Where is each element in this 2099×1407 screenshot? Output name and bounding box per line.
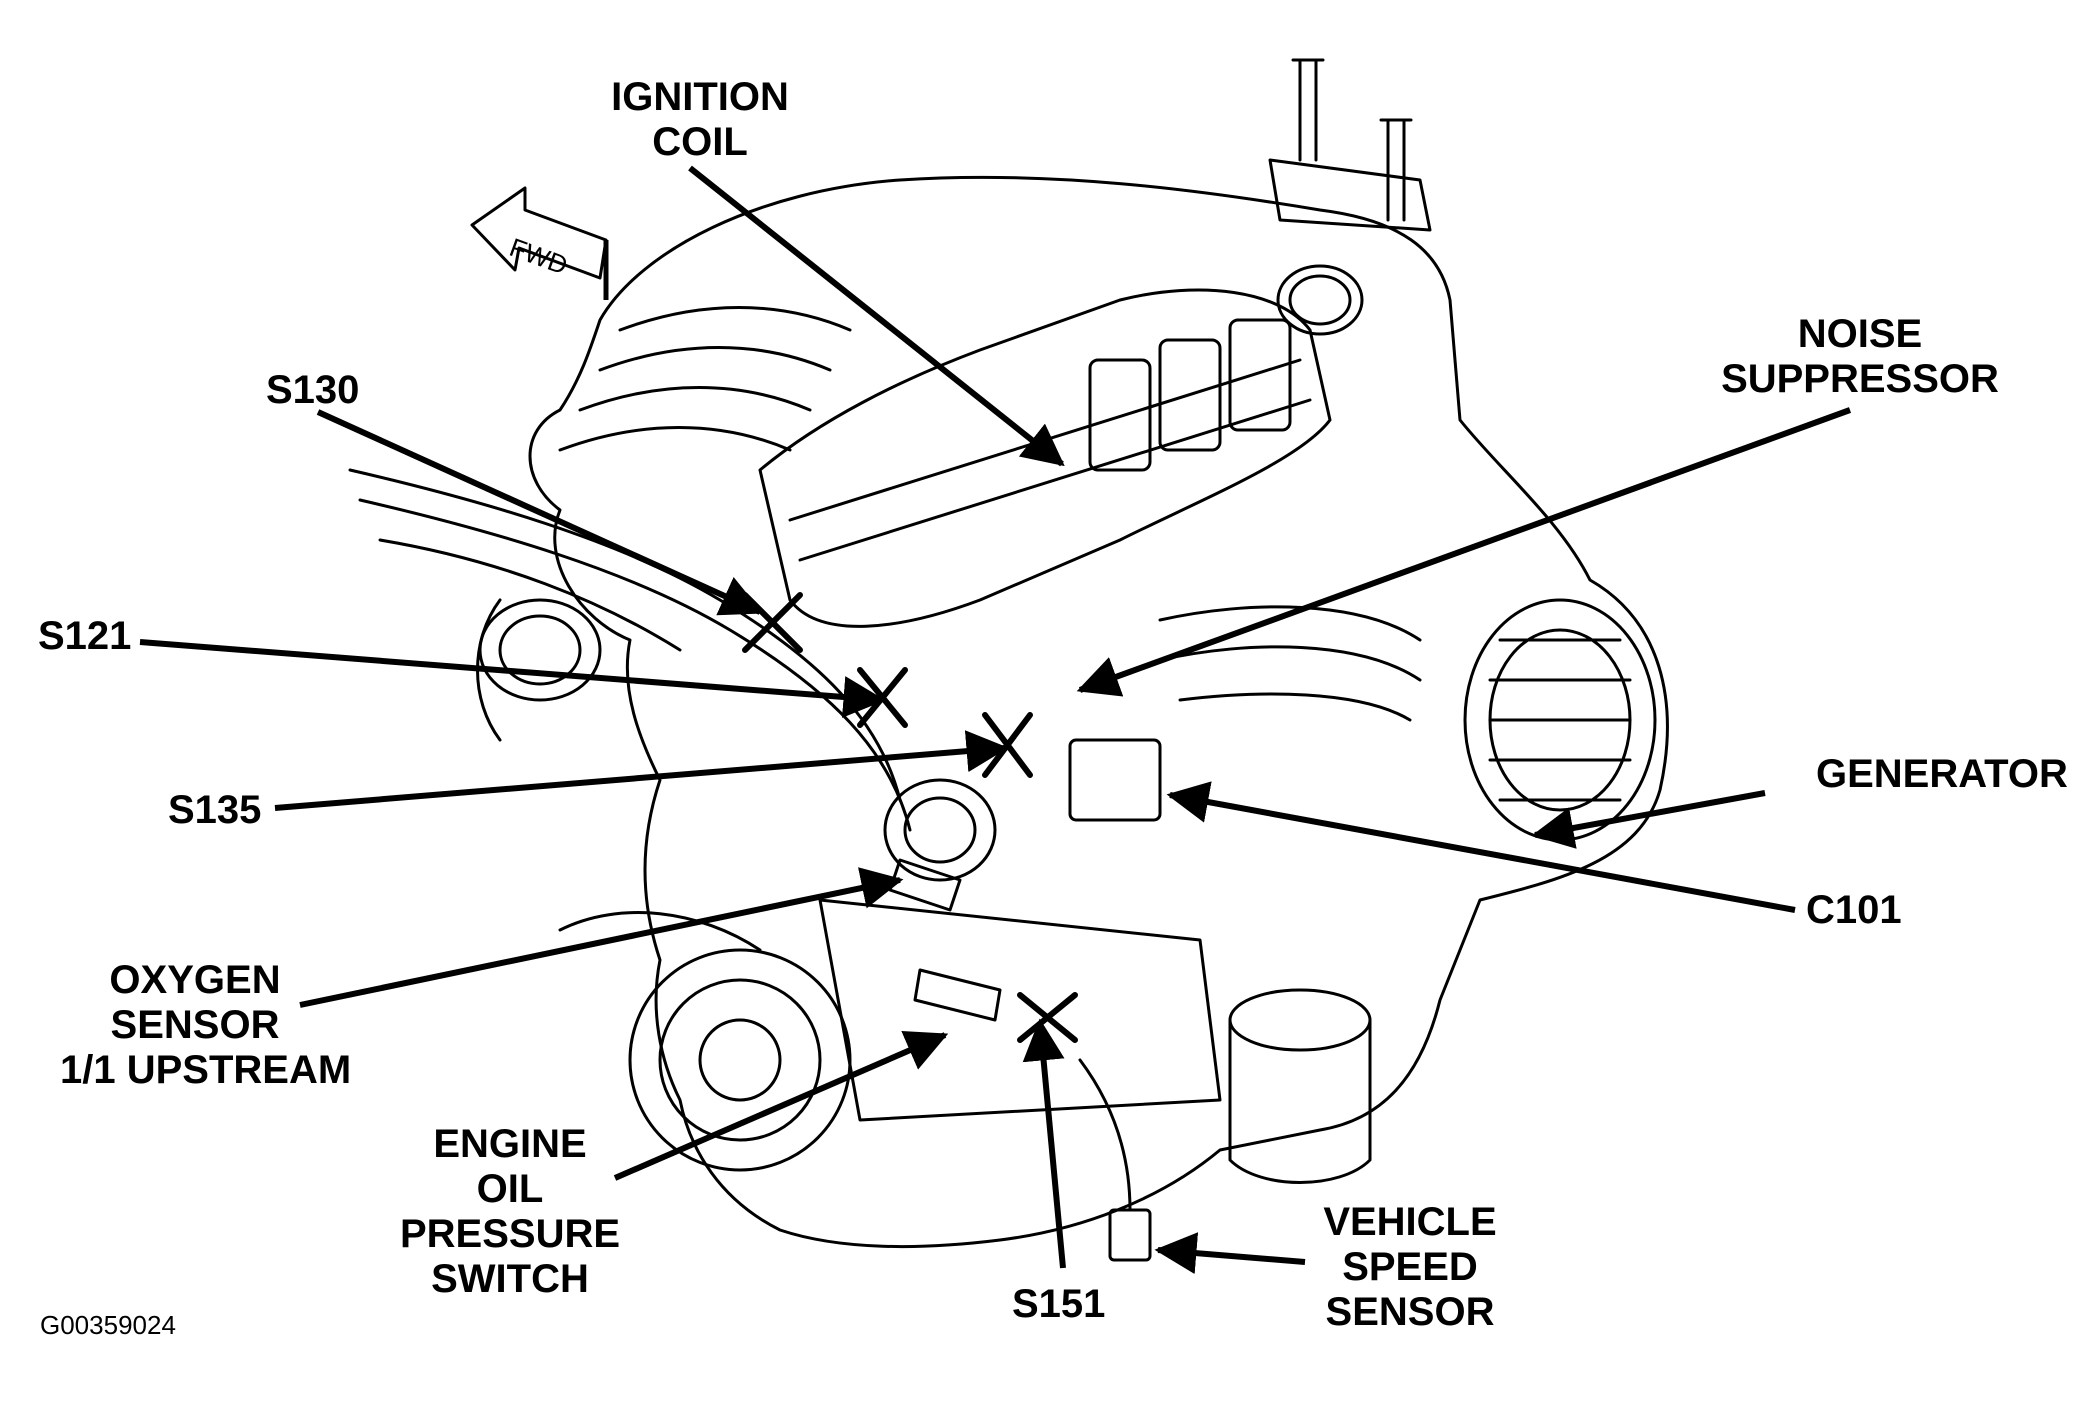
s130-label: S130 <box>266 368 360 412</box>
figure-id: G00359024 <box>40 1310 176 1340</box>
s135-x-mark <box>982 712 1033 778</box>
c101-leader <box>1166 781 1796 913</box>
vehicle-speed-sensor-leader <box>1154 1232 1306 1275</box>
vehicle-speed-sensor-line-1: VEHICLE <box>1323 1200 1497 1244</box>
splice-x-marks <box>742 592 1078 1043</box>
oxygen-sensor-label: OXYGEN SENSOR 1/1 UPSTREAM <box>60 958 352 1093</box>
noise-suppressor-line-2: SUPPRESSOR <box>1721 357 1999 401</box>
c101-label: C101 <box>1806 888 1902 932</box>
leader-lines <box>139 165 1852 1275</box>
engine-oil-pressure-switch-label: ENGINE OIL PRESSURE SWITCH <box>395 1122 625 1302</box>
s135-label: S135 <box>168 788 262 832</box>
engine-oil-pressure-switch-line-3: PRESSURE <box>399 1212 621 1256</box>
engine-oil-pressure-switch-line-1: ENGINE <box>433 1122 587 1166</box>
generator-leader <box>1531 790 1766 849</box>
forward-direction-arrow <box>470 186 609 300</box>
noise-suppressor-leader <box>1076 407 1852 697</box>
noise-suppressor-label: NOISE SUPPRESSOR <box>1710 312 2010 402</box>
s130-leader <box>316 409 764 616</box>
ignition-coil-leader <box>688 165 1065 467</box>
s151-x-mark <box>1017 992 1078 1043</box>
oxygen-sensor-line-2: SENSOR <box>110 1003 280 1047</box>
oxygen-sensor-line-3: 1/1 UPSTREAM <box>60 1048 352 1092</box>
s121-leader <box>139 639 886 718</box>
ignition-coil-line-1: IGNITION <box>611 75 789 119</box>
engine-oil-pressure-switch-line-4: SWITCH <box>431 1257 589 1301</box>
s135-leader <box>274 730 1009 811</box>
noise-suppressor-line-1: NOISE <box>1797 312 1923 356</box>
vehicle-speed-sensor-line-3: SENSOR <box>1325 1290 1495 1334</box>
s151-leader <box>1022 1018 1066 1269</box>
s121-label: S121 <box>38 614 132 658</box>
oxygen-sensor-line-1: OXYGEN <box>109 958 281 1002</box>
oil-pressure-switch-leader <box>613 1031 949 1181</box>
ignition-coil-label: IGNITION COIL <box>570 75 830 165</box>
generator-label: GENERATOR <box>1816 752 2068 796</box>
ignition-coil-line-2: COIL <box>652 120 748 164</box>
s151-label: S151 <box>1012 1282 1106 1326</box>
oxygen-sensor-leader <box>299 867 904 1008</box>
vehicle-speed-sensor-line-2: SPEED <box>1342 1245 1478 1289</box>
vehicle-speed-sensor-label: VEHICLE SPEED SENSOR <box>1315 1200 1505 1335</box>
engine-oil-pressure-switch-line-2: OIL <box>476 1167 544 1211</box>
